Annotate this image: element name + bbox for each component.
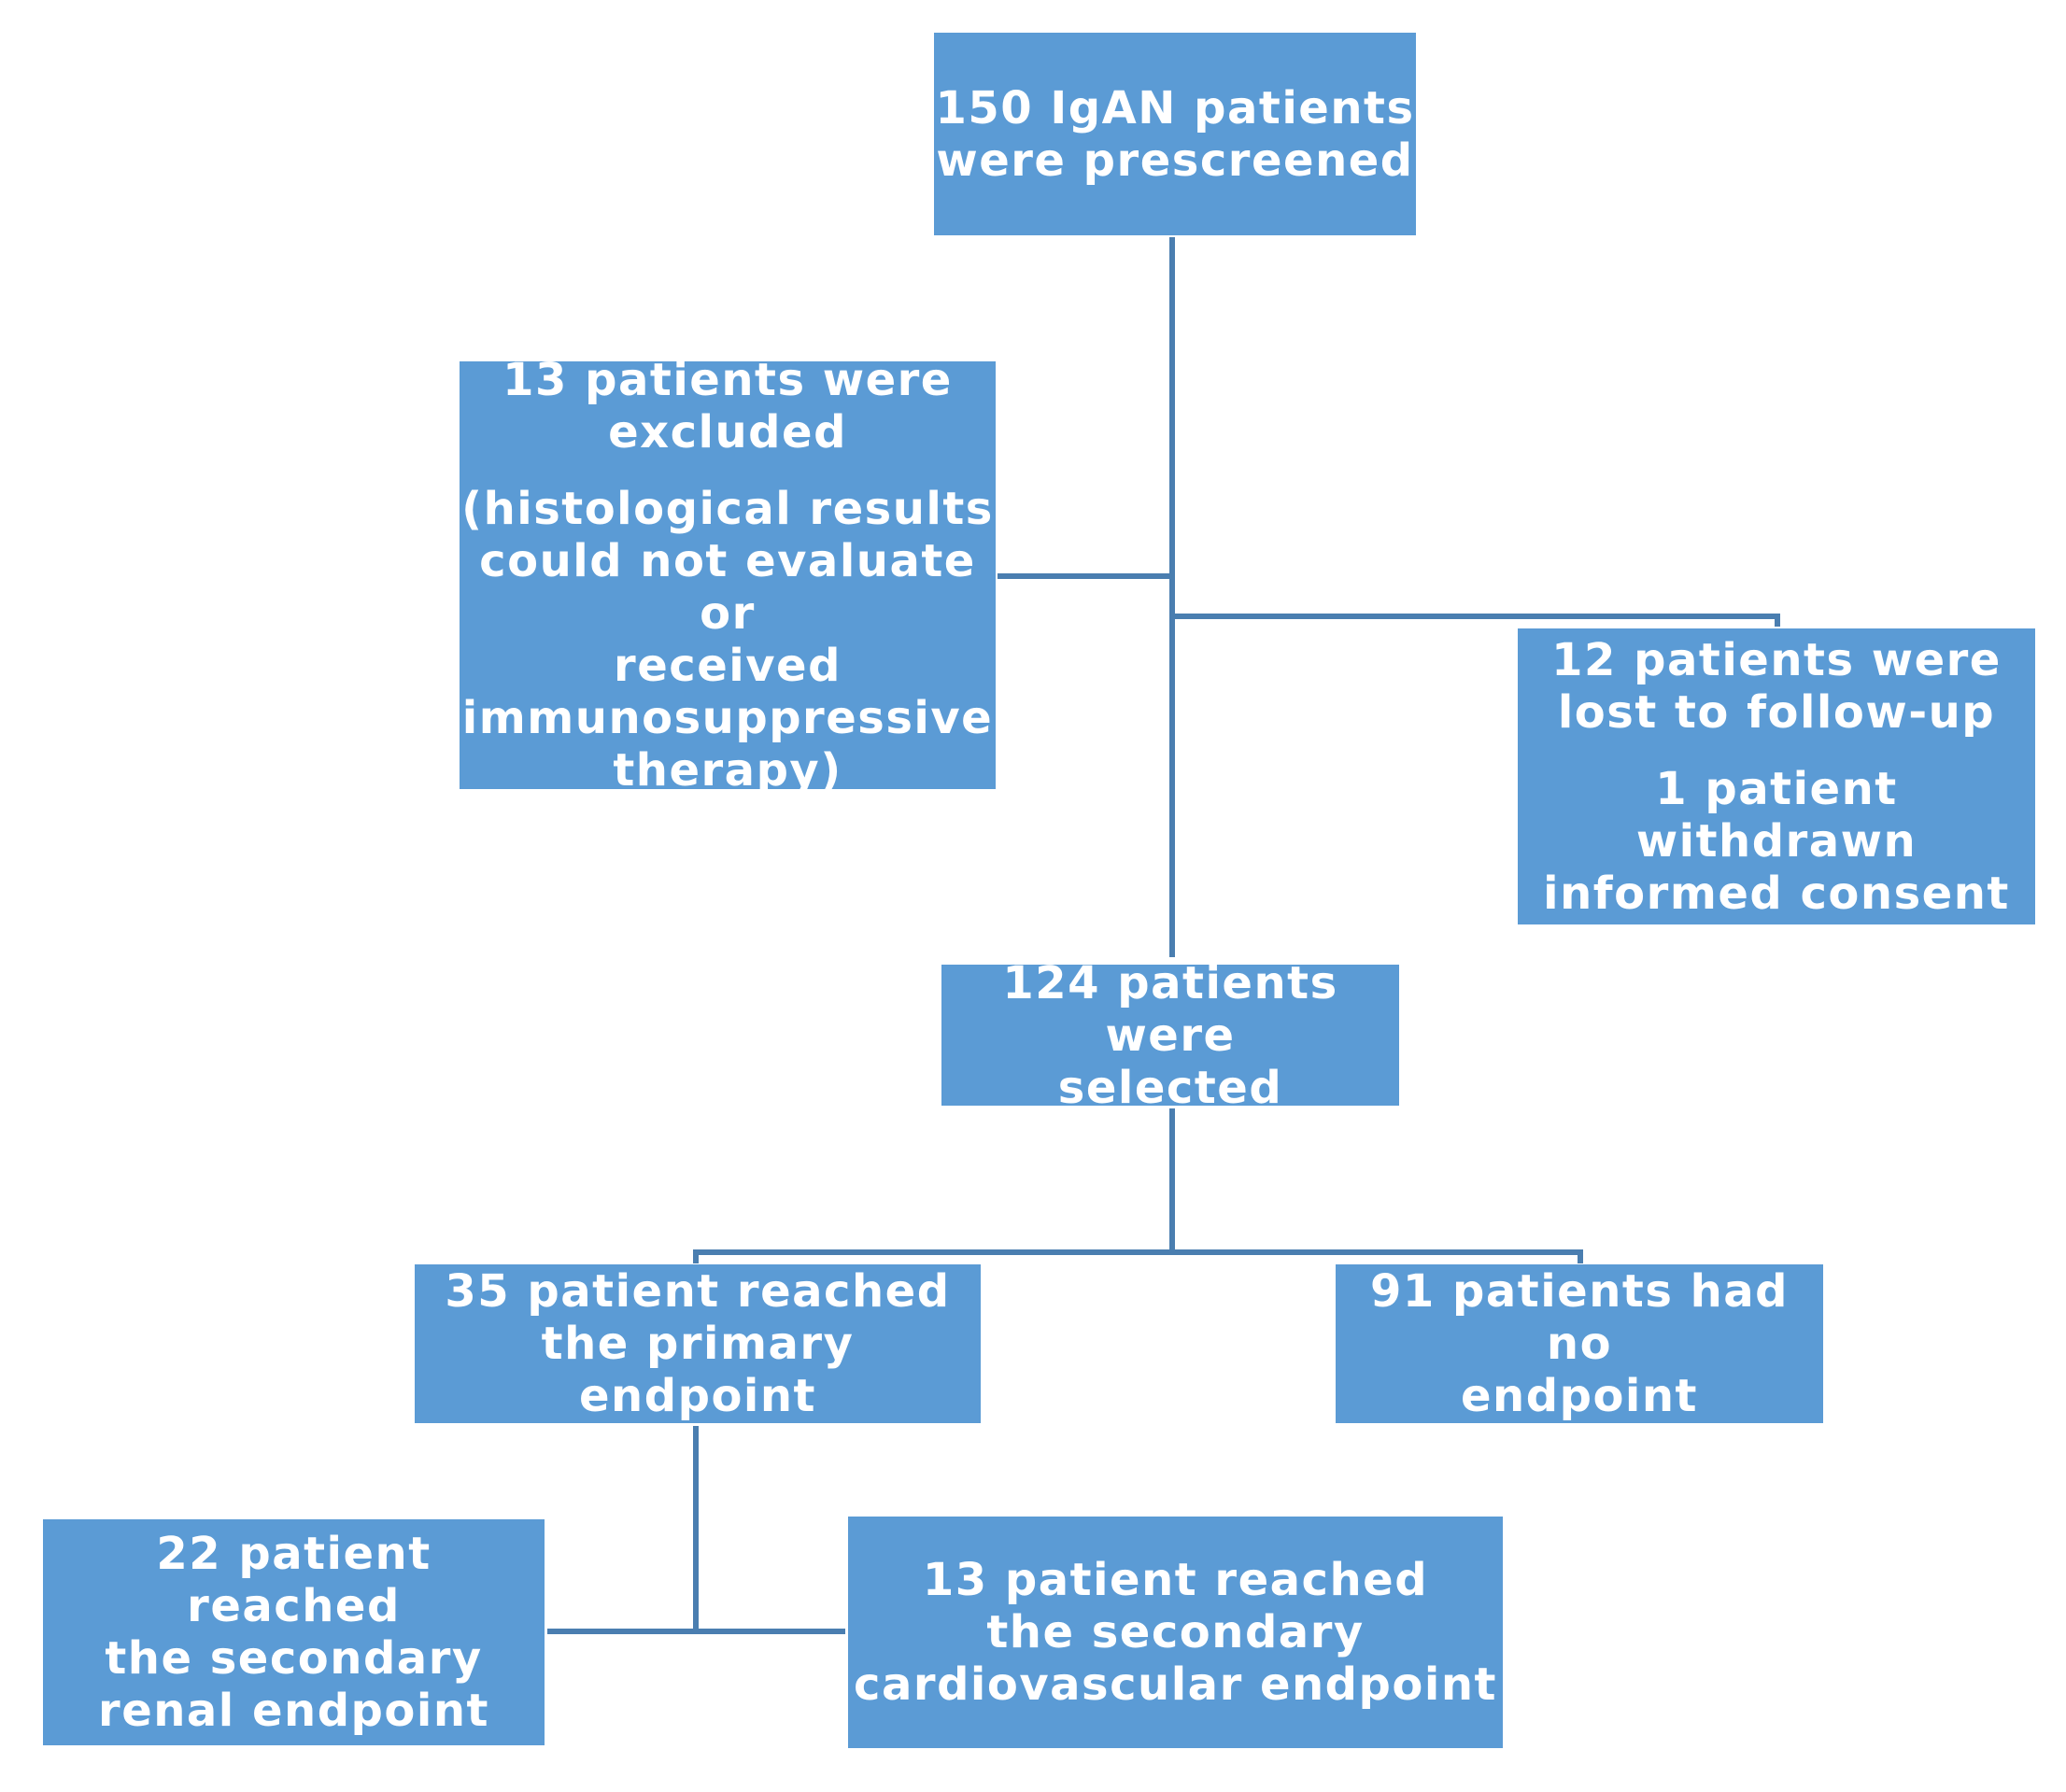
excluded-box: 13 patients were excluded (histological …: [460, 354, 996, 797]
selected-box: 124 patients were selected: [941, 957, 1399, 1114]
lost-title-line-1: 12 patients were: [1551, 633, 2002, 686]
excluded-title-line-2: excluded: [608, 406, 847, 459]
lost-to-follow-up-box: 12 patients were lost to follow-up 1 pat…: [1518, 628, 2035, 924]
primary-line-1: 35 patient reached: [445, 1265, 951, 1318]
lost-detail-line-1: 1 patient withdrawn: [1635, 762, 1917, 868]
no-endpoint-line-2: endpoint: [1461, 1370, 1698, 1422]
lost-title-line-2: lost to follow-up: [1557, 685, 1996, 739]
no-endpoint-box: 91 patients had no endpoint: [1336, 1264, 1823, 1423]
primary-endpoint-box: 35 patient reached the primary endpoint: [415, 1264, 981, 1423]
lost-detail-line-2: informed consent: [1543, 867, 2010, 920]
excluded-detail-line-2: could not evaluate or: [479, 535, 976, 640]
renal-line-1: 22 patient reached: [156, 1528, 432, 1632]
excluded-detail-line-3: received: [614, 640, 842, 692]
primary-line-2: the primary endpoint: [541, 1318, 855, 1422]
selected-line-1: 124 patients were: [1002, 956, 1338, 1062]
renal-line-3: renal endpoint: [98, 1685, 489, 1737]
selected-line-2: selected: [1057, 1061, 1283, 1114]
renal-line-2: the secondary: [105, 1632, 483, 1685]
cardiovascular-endpoint-box: 13 patient reached the secondary cardiov…: [848, 1517, 1503, 1748]
cardio-line-3: cardiovascular endpoint: [854, 1658, 1497, 1711]
excluded-detail-line-4: immunosuppressive: [461, 692, 994, 744]
renal-endpoint-box: 22 patient reached the secondary renal e…: [43, 1519, 545, 1745]
excluded-detail-line-1: (histological results: [461, 483, 994, 535]
cardio-line-1: 13 patient reached: [922, 1554, 1429, 1606]
excluded-title-line-1: 13 patients were: [502, 354, 953, 406]
no-endpoint-line-1: 91 patients had no: [1369, 1265, 1790, 1370]
prescreened-box: 150 IgAN patients were prescreened: [934, 33, 1416, 235]
cardio-line-2: the secondary: [986, 1606, 1365, 1658]
prescreened-line-2: were prescreened: [936, 134, 1414, 187]
excluded-detail-line-5: therapy): [613, 744, 842, 797]
prescreened-line-1: 150 IgAN patients: [935, 81, 1415, 134]
